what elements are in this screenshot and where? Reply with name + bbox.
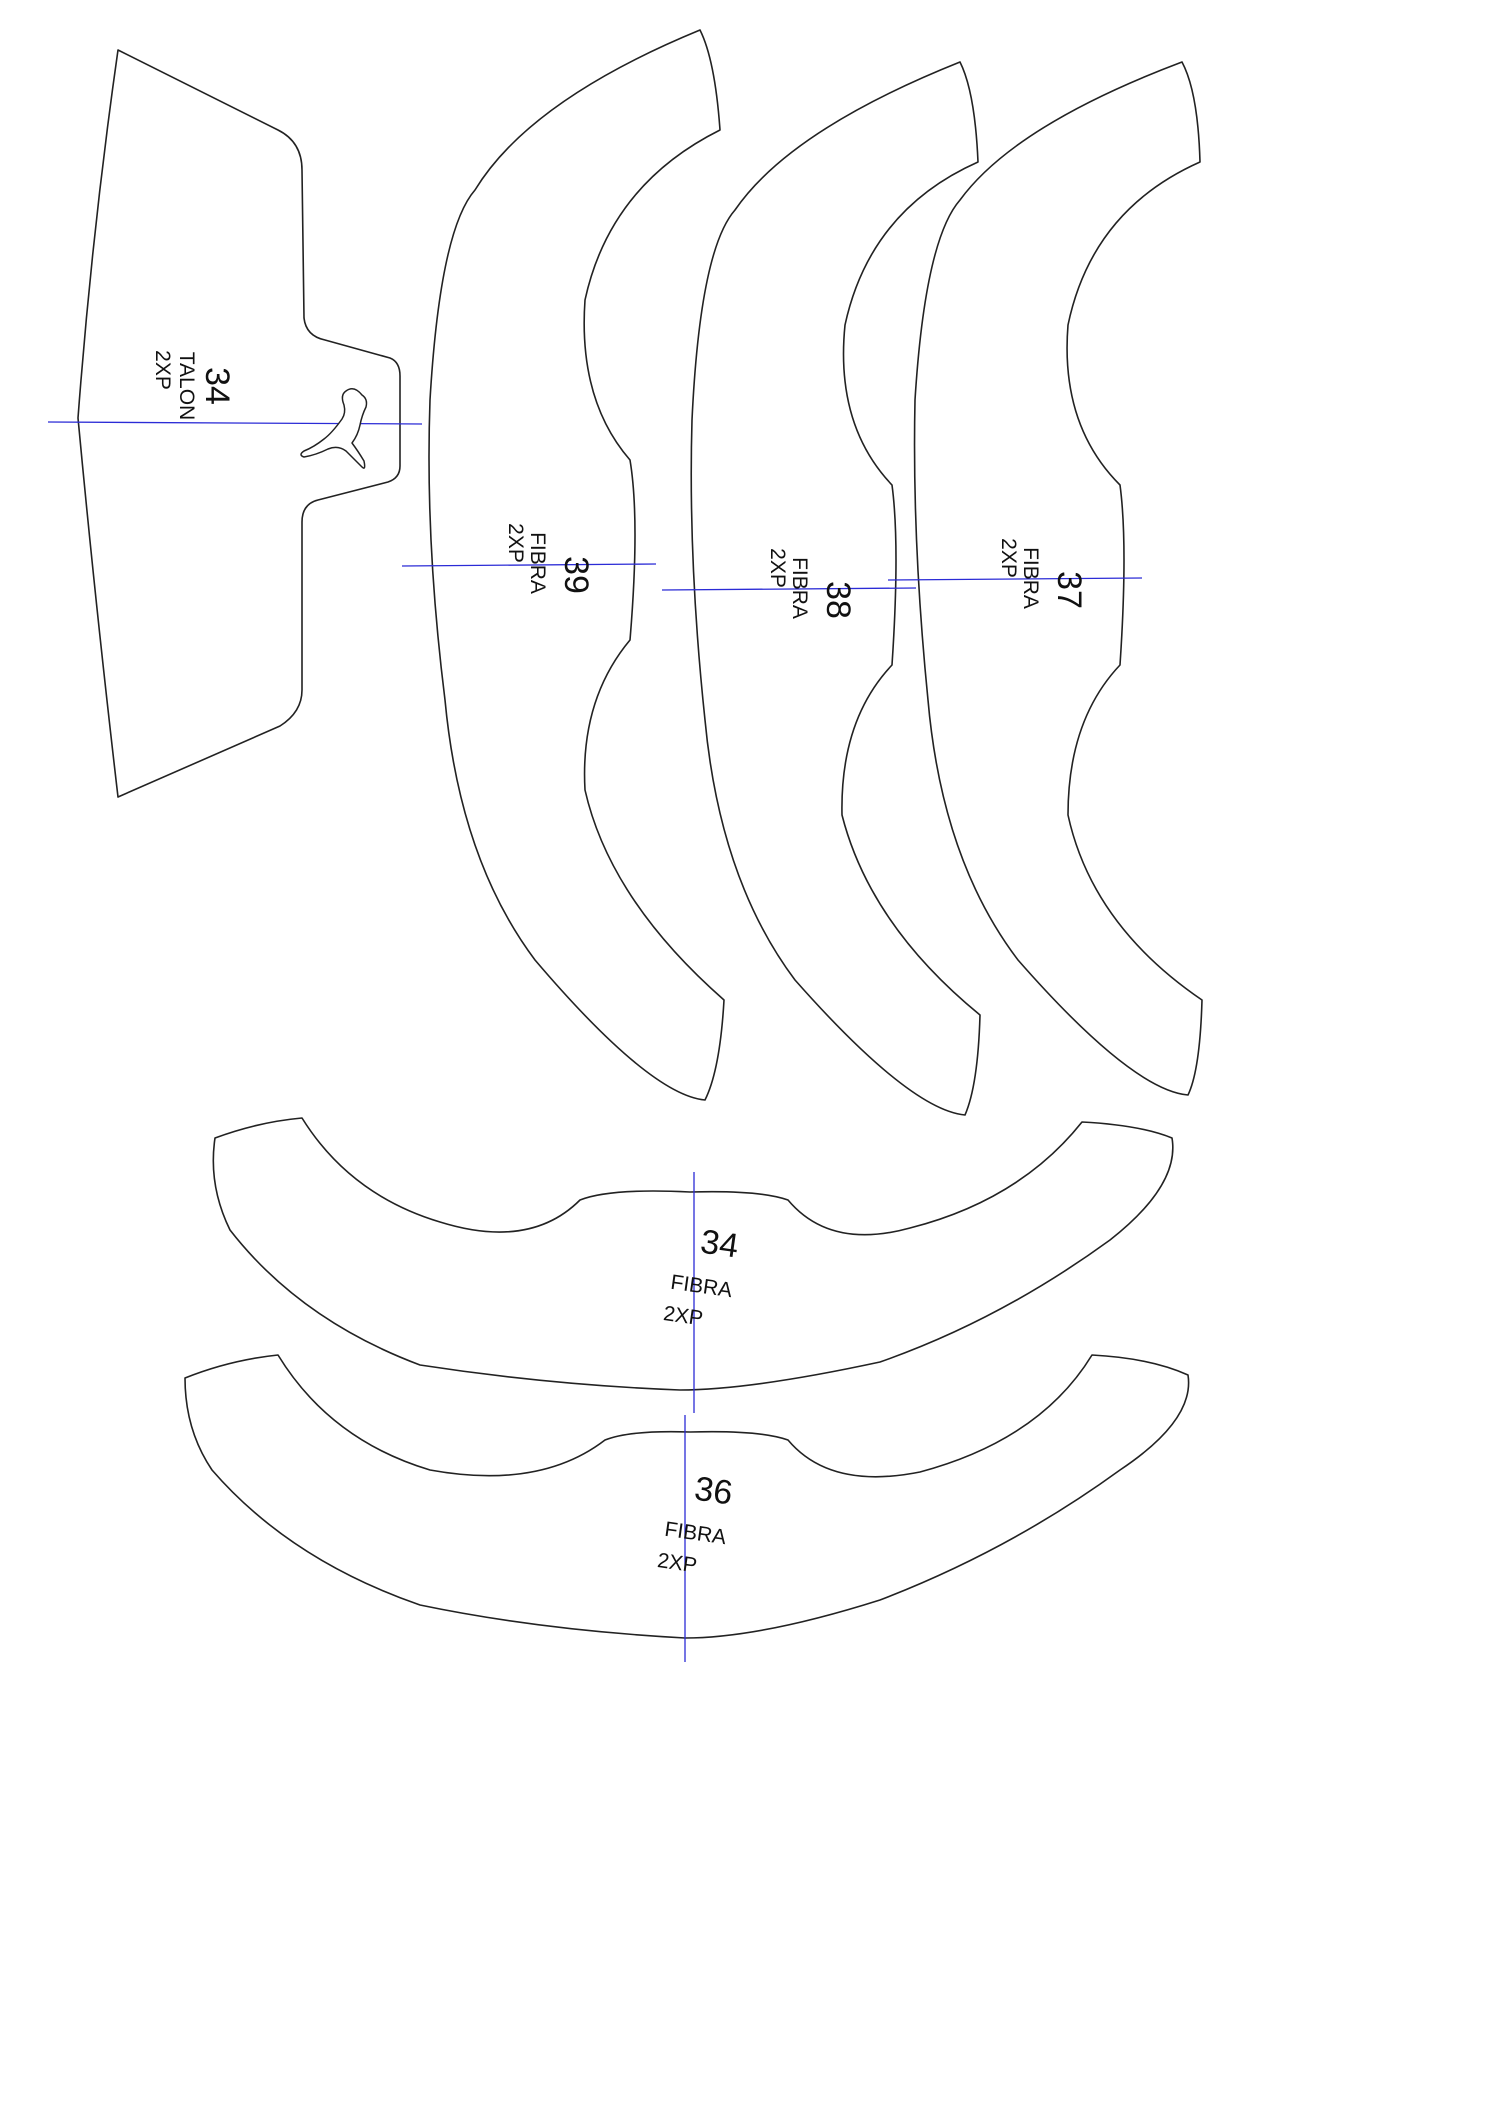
piece-fibra-37-qty: 2XP: [997, 538, 1020, 578]
piece-fibra-34-qty: 2XP: [662, 1302, 705, 1330]
piece-fibra-39-type: FIBRA: [526, 532, 549, 594]
piece-fibra-36-size: 36: [692, 1470, 735, 1513]
piece-fibra-38-type: FIBRA: [788, 557, 811, 619]
piece-fibra-37-type: FIBRA: [1019, 547, 1042, 609]
piece-fibra-38-outline: [690, 61, 981, 1116]
piece-fibra-34-type: FIBRA: [669, 1271, 733, 1302]
piece-fibra-36[interactable]: 36 FIBRA 2XP: [184, 1354, 1190, 1662]
puma-cat-logo-icon: [300, 388, 368, 469]
piece-fibra-38-size: 38: [819, 581, 857, 619]
piece-fibra-39-grain-line: [401, 563, 657, 567]
piece-fibra-36-qty: 2XP: [656, 1549, 699, 1577]
piece-talon-34-qty: 2XP: [151, 350, 174, 390]
piece-fibra-34[interactable]: 34 FIBRA 2XP: [212, 1117, 1174, 1413]
piece-fibra-38[interactable]: 38 FIBRA 2XP: [661, 61, 981, 1116]
piece-fibra-39[interactable]: 39 FIBRA 2XP: [401, 29, 725, 1101]
piece-fibra-39-qty: 2XP: [504, 523, 527, 563]
piece-talon-34-outline: [77, 49, 401, 798]
piece-talon-34[interactable]: 34 TALON 2XP: [47, 49, 423, 798]
piece-fibra-37-size: 37: [1050, 571, 1088, 609]
piece-fibra-37-grain-line: [887, 577, 1143, 581]
piece-fibra-37-outline: [913, 61, 1203, 1096]
piece-fibra-37[interactable]: 37 FIBRA 2XP: [887, 61, 1203, 1096]
piece-fibra-36-type: FIBRA: [663, 1518, 727, 1549]
piece-fibra-34-outline: [212, 1117, 1174, 1391]
piece-fibra-34-size: 34: [698, 1223, 741, 1266]
piece-fibra-38-grain-line: [661, 587, 917, 591]
piece-talon-34-type: TALON: [175, 352, 198, 420]
piece-fibra-39-outline: [428, 29, 725, 1101]
piece-talon-34-grain-line: [47, 421, 423, 425]
piece-talon-34-size: 34: [198, 367, 236, 405]
piece-fibra-38-qty: 2XP: [766, 548, 789, 588]
piece-fibra-39-size: 39: [557, 556, 595, 594]
piece-fibra-36-outline: [184, 1354, 1190, 1639]
